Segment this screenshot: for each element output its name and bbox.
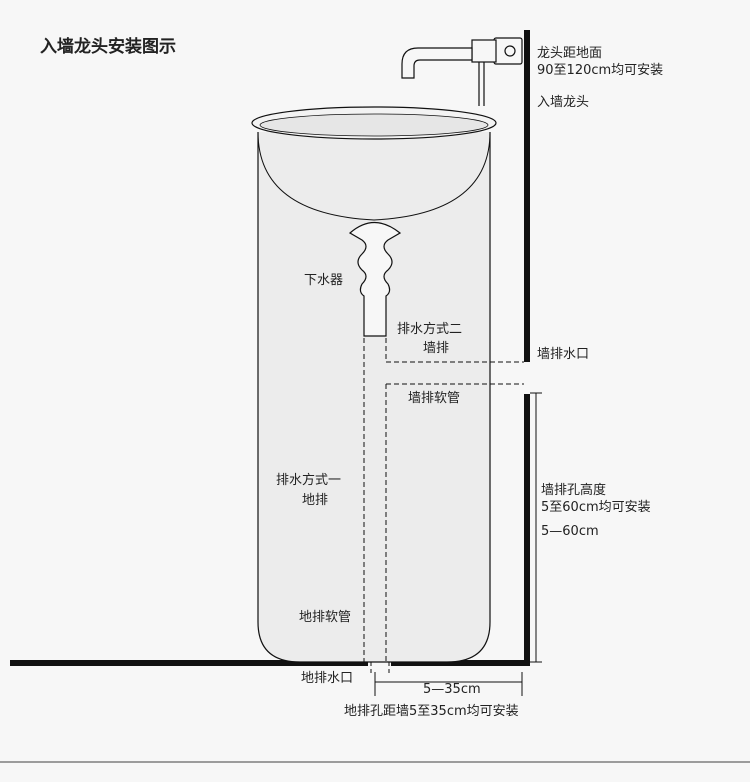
wall-hole-height-dimension — [530, 392, 542, 663]
wall-faucet-label: 入墙龙头 — [537, 95, 590, 110]
wall-faucet-drawing — [401, 37, 523, 106]
page-title: 入墙龙头安装图示 — [40, 37, 176, 57]
floor-outlet-gap — [370, 662, 390, 676]
pedestal-basin — [251, 106, 497, 663]
wall-outlet-label: 墙排水口 — [537, 347, 590, 362]
floor-distance-note: 地排孔距墙5至35cm均可安装 — [344, 704, 519, 719]
floor-outlet-label: 地排水口 — [301, 671, 354, 686]
drain-fitting-label: 下水器 — [304, 273, 344, 288]
drain-pipes — [363, 338, 524, 662]
floor-distance-value: 5—35cm — [423, 682, 481, 697]
faucet-height-label: 龙头距地面 — [537, 46, 603, 61]
method-one-label: 排水方式一 — [276, 473, 342, 488]
drain-fitting-drawing — [348, 221, 402, 337]
wall-hole-height-range: 5至60cm均可安装 — [541, 500, 651, 515]
floor-hose-label: 地排软管 — [299, 610, 352, 625]
floor-distance-dimension — [374, 672, 523, 696]
method-one-type: 地排 — [302, 493, 329, 508]
wall-hose-label: 墙排软管 — [408, 391, 461, 406]
wall-hole-height-value: 5—60cm — [541, 524, 599, 539]
method-two-type: 墙排 — [423, 341, 450, 356]
faucet-height-range: 90至120cm均可安装 — [537, 63, 664, 78]
wall-hole-height-label: 墙排孔高度 — [541, 483, 607, 498]
method-two-label: 排水方式二 — [397, 322, 463, 337]
